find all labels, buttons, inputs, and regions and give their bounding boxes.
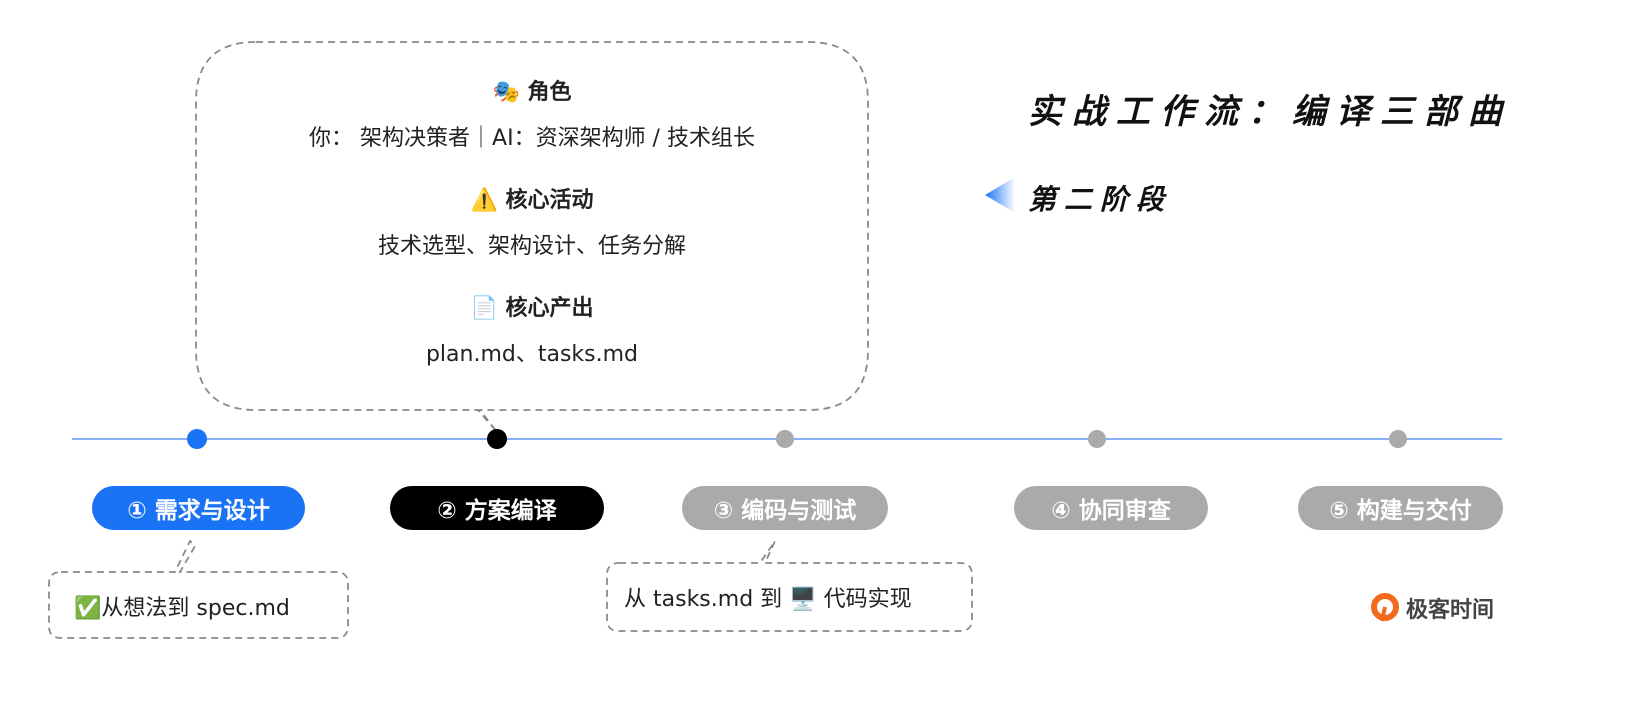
theater-masks-icon: 🎭	[492, 80, 520, 105]
role-header: 角色	[527, 80, 572, 105]
brand-logo: 极客时间	[1370, 592, 1494, 624]
step1-note: ✅从想法到 spec.md	[74, 590, 290, 622]
detail-content: 🎭 角色 你： 架构决策者｜AI：资深架构师 / 技术组长 ⚠️ 核心活动 技术…	[196, 74, 868, 368]
computer-icon: 🖥️	[789, 587, 817, 612]
step-2-button[interactable]: ② 方案编译	[390, 486, 604, 530]
note-bubble-step3	[606, 540, 973, 632]
step-dot-3[interactable]	[776, 430, 794, 448]
step-dot-5[interactable]	[1389, 430, 1407, 448]
role-text: 你： 架构决策者｜AI：资深架构师 / 技术组长	[309, 126, 755, 151]
step1-note-text: 从想法到 spec.md	[101, 596, 290, 621]
step-4-button[interactable]: ④ 协同审查	[1014, 486, 1208, 530]
detail-bubble	[195, 41, 869, 433]
activity-text: 技术选型、架构设计、任务分解	[377, 234, 686, 259]
output-text: plan.md、tasks.md	[425, 342, 639, 367]
check-icon: ✅	[74, 596, 102, 621]
step-3-button[interactable]: ③ 编码与测试	[682, 486, 888, 530]
document-icon: 📄	[470, 296, 498, 321]
step-dot-1[interactable]	[187, 429, 207, 449]
activity-header: 核心活动	[505, 188, 594, 213]
step-dot-4[interactable]	[1088, 430, 1106, 448]
step3-note-suffix: 代码实现	[823, 587, 912, 612]
warning-icon: ⚠️	[470, 188, 498, 213]
brand-logo-icon	[1371, 593, 1399, 622]
step-dot-2[interactable]	[487, 429, 507, 449]
diagram-title: 实战工作流：编译三部曲	[1028, 92, 1512, 132]
step-1-button[interactable]: ① 需求与设计	[92, 486, 305, 530]
step-5-button[interactable]: ⑤ 构建与交付	[1298, 486, 1503, 530]
brand-name: 极客时间	[1406, 598, 1495, 623]
note-bubble-step1	[48, 539, 349, 639]
stage-label: 第二阶段	[1028, 183, 1173, 216]
stage-arrow-icon	[985, 177, 1015, 213]
output-header: 核心产出	[505, 296, 594, 321]
step3-note: 从 tasks.md 到 🖥️ 代码实现	[624, 581, 912, 613]
step3-note-prefix: 从 tasks.md 到	[624, 587, 783, 612]
